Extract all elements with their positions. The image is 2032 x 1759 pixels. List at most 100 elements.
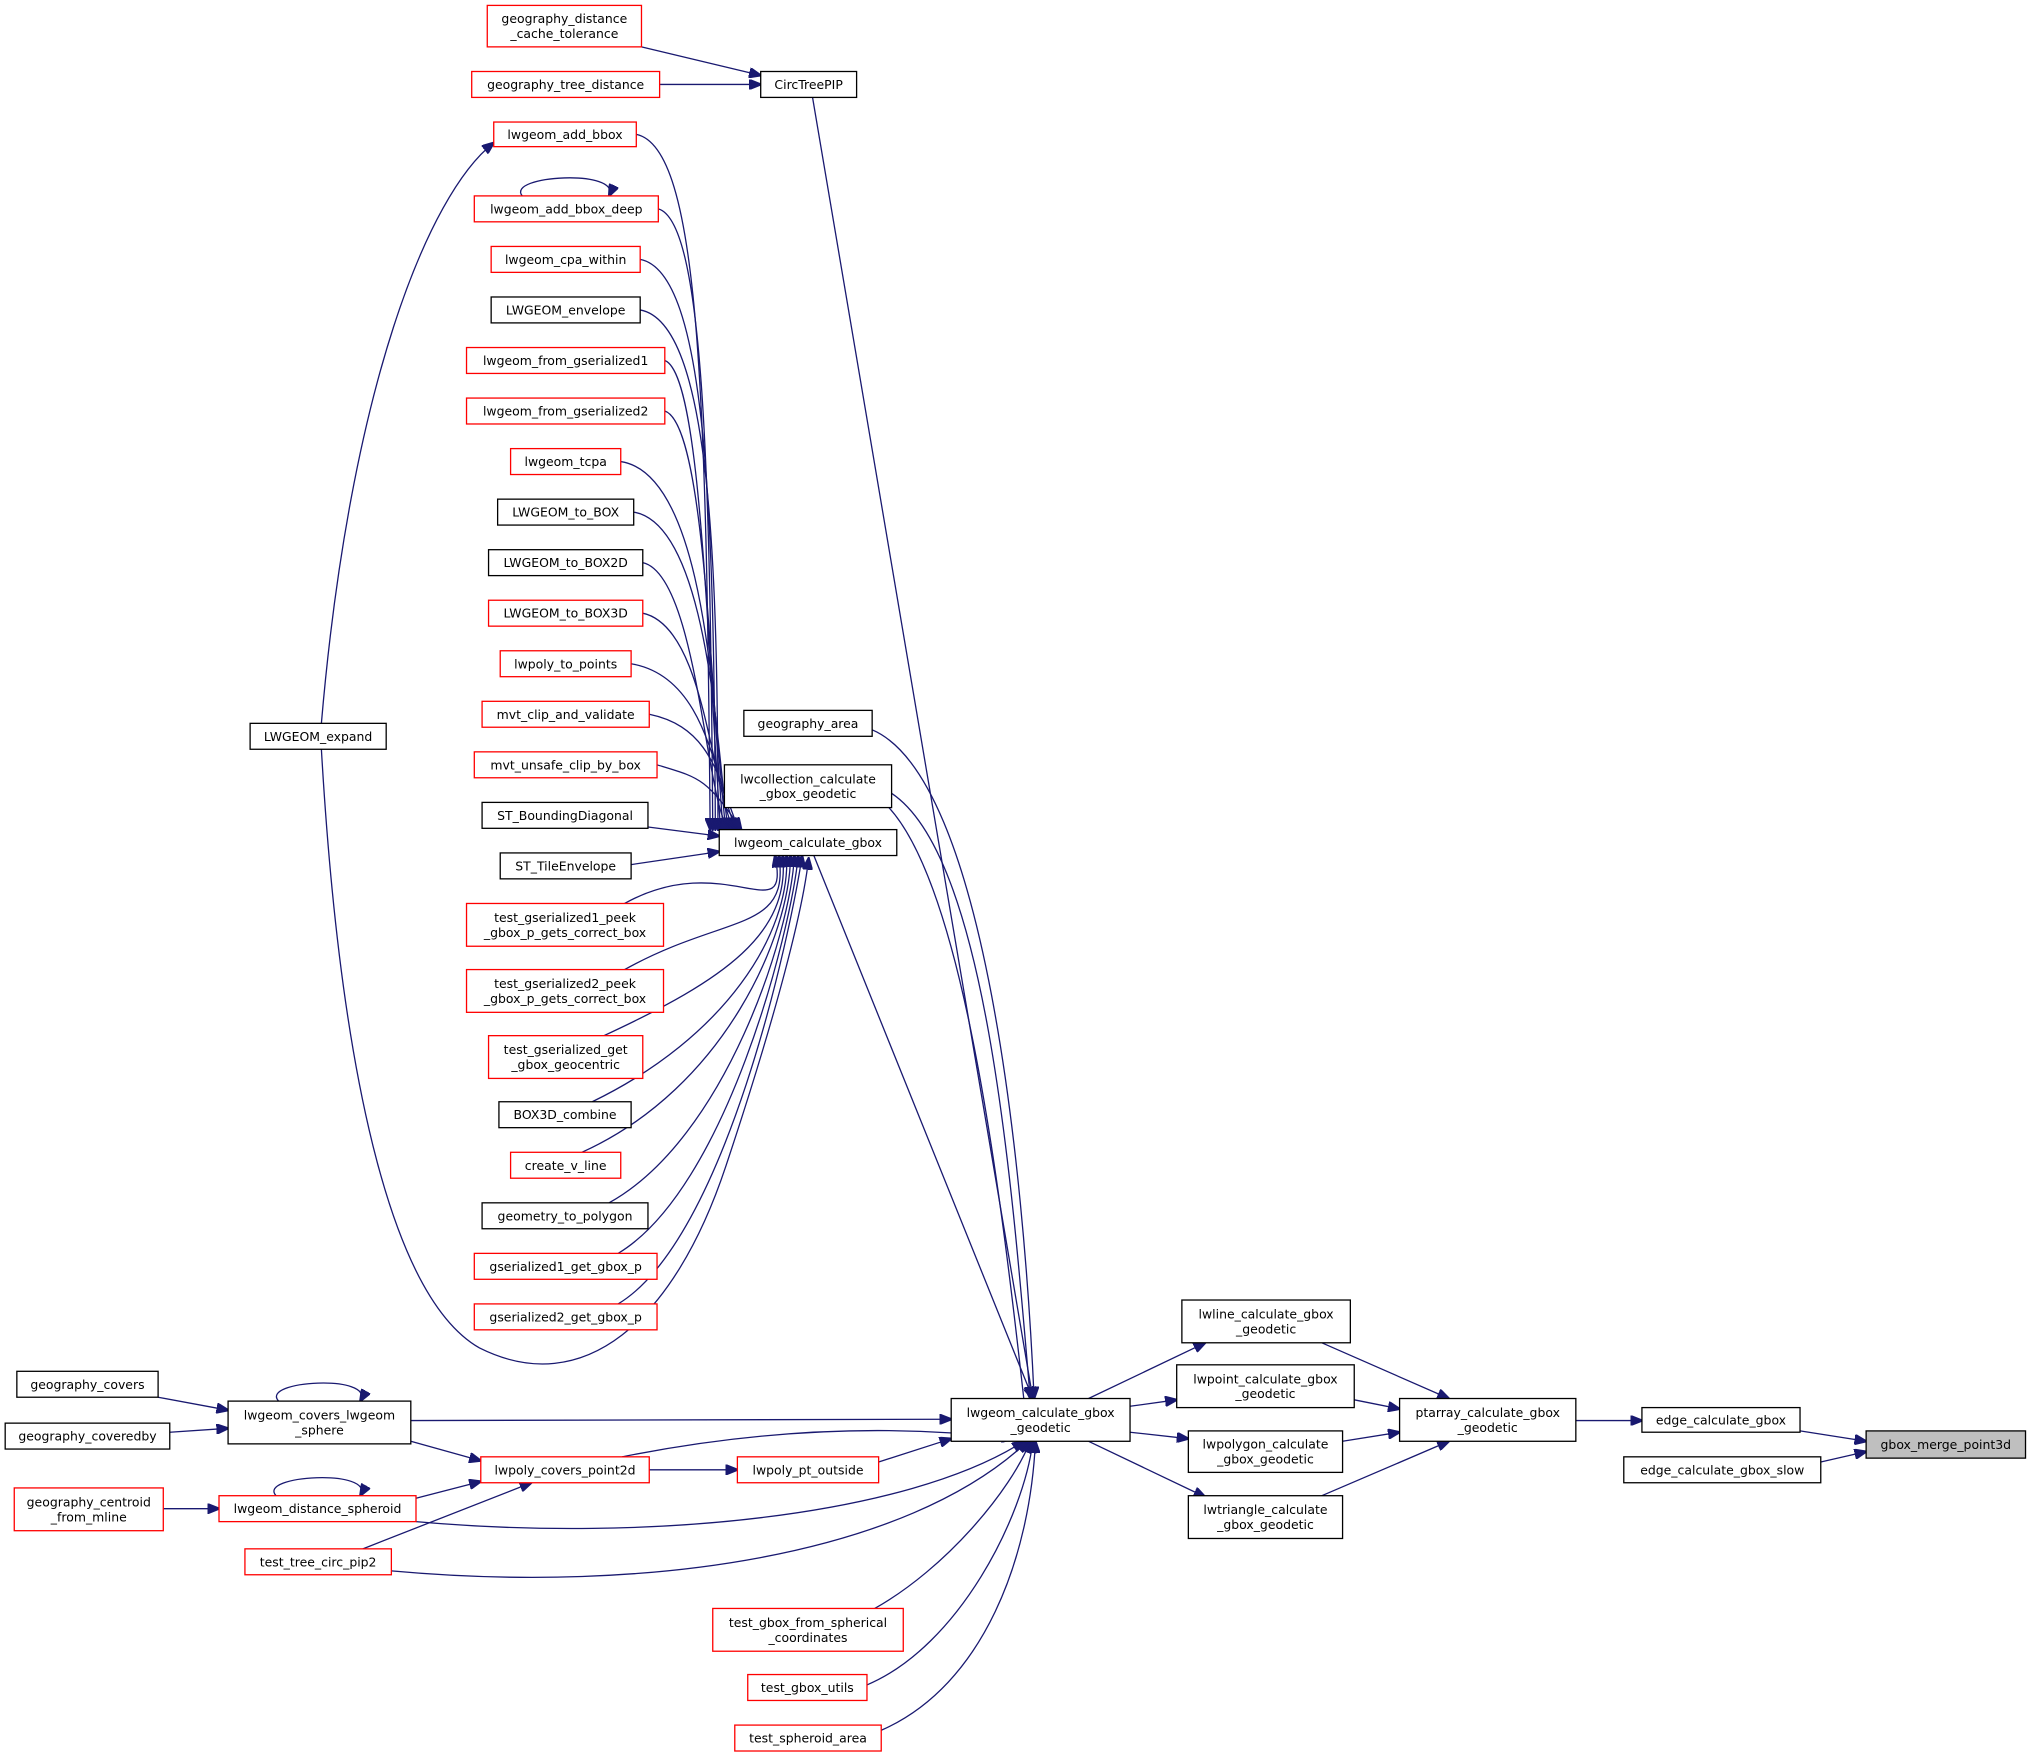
node-gcent[interactable]: geography_centroid_from_mline [13,1487,164,1532]
node-mvtunsafe[interactable]: mvt_unsafe_clip_by_box [473,751,658,779]
node-label: LWGEOM_to_BOX2D [503,555,627,570]
node-gdct[interactable]: geography_distance_cache_tolerance [486,4,643,48]
node-lwcoll[interactable]: lwcollection_calculate_gbox_geodetic [723,764,893,809]
node-box [487,1035,644,1080]
node-label: lwpoly_to_points [514,656,617,671]
call-edge [640,309,718,830]
node-box [712,1607,904,1652]
node-geomtopoly[interactable]: geometry_to_polygon [481,1202,649,1230]
call-edge [891,792,1031,1398]
node-tsa[interactable]: test_spheroid_area [734,1724,882,1752]
node-box [481,700,650,728]
node-box [465,902,665,947]
node-expand[interactable]: LWGEOM_expand [249,722,387,750]
node-box [743,709,873,737]
node-g2gbox[interactable]: gserialized2_get_gbox_p [473,1303,658,1331]
node-polypts[interactable]: lwpoly_to_points [499,650,632,678]
node-tobox2d[interactable]: LWGEOM_to_BOX2D [487,549,644,577]
node-box [723,764,893,809]
node-label: test_gserialized_get [504,1042,628,1057]
call-edge [617,856,802,1305]
call-edge [410,1440,481,1460]
node-cvline[interactable]: create_v_line [509,1151,622,1179]
node-addbboxdeep[interactable]: lwgeom_add_bbox_deep [473,195,659,223]
node-box [4,1422,171,1450]
node-label: lwpoly_covers_point2d [495,1462,636,1477]
node-ecg[interactable]: edge_calculate_gbox [1641,1406,1801,1433]
node-ltri[interactable]: lwtriangle_calculate_gbox_geodetic [1187,1495,1344,1540]
call-edge [880,1441,1035,1731]
node-fg1[interactable]: lwgeom_from_gserialized1 [465,346,666,375]
node-box3dcomb[interactable]: BOX3D_combine [498,1101,632,1129]
node-box [465,397,666,425]
node-garea[interactable]: geography_area [743,709,873,737]
node-lpo[interactable]: lwpoly_pt_outside [736,1456,880,1484]
node-fg2[interactable]: lwgeom_from_gserialized2 [465,397,666,425]
node-lpcp[interactable]: lwpoly_covers_point2d [480,1456,650,1484]
node-tobox3d[interactable]: LWGEOM_to_BOX3D [487,599,644,627]
node-label: lwcollection_calculate [740,771,876,786]
node-box [490,245,641,274]
node-tobox[interactable]: LWGEOM_to_BOX [496,498,635,526]
call-edge [624,856,778,905]
node-gcoveredby[interactable]: geography_coveredby [4,1422,171,1450]
node-label: _gbox_geocentric [510,1057,620,1072]
node-box [1176,1364,1355,1409]
node-box [496,498,635,526]
node-label: geometry_to_polygon [498,1208,633,1223]
node-ttcp2[interactable]: test_tree_circ_pip2 [244,1548,393,1576]
node-tg1peek[interactable]: test_gserialized1_peek_gbox_p_gets_corre… [465,902,665,947]
node-label: test_gbox_utils [761,1680,854,1695]
node-label: gserialized1_get_gbox_p [489,1259,642,1274]
call-edge [273,1477,362,1496]
node-gtd[interactable]: geography_tree_distance [471,70,661,99]
node-label: _geodetic [1234,1386,1295,1401]
node-lpoint[interactable]: lwpoint_calculate_gbox_geodetic [1176,1364,1355,1409]
node-box [480,1456,650,1484]
node-label: lwgeom_add_bbox_deep [490,201,643,216]
node-tg2peek[interactable]: test_gserialized2_peek_gbox_p_gets_corre… [465,968,665,1013]
node-ptarr[interactable]: ptarray_calculate_gbox_geodetic [1398,1397,1577,1442]
call-edge [664,410,723,830]
node-label: lwgeom_distance_spheroid [234,1501,402,1516]
node-label: lwgeom_tcpa [524,454,606,469]
node-lcls[interactable]: lwgeom_covers_lwgeom_sphere [227,1400,412,1445]
node-tgu[interactable]: test_gbox_utils [747,1673,868,1702]
node-lpolygon[interactable]: lwpolygon_calculate_gbox_geodetic [1187,1430,1344,1474]
node-cpa[interactable]: lwgeom_cpa_within [490,245,641,274]
node-lcgg[interactable]: lwgeom_calculate_gbox_geodetic [950,1397,1131,1442]
node-label: _gbox_p_gets_correct_box [483,925,646,940]
node-env[interactable]: LWGEOM_envelope [490,296,641,324]
call-edge [1321,1441,1449,1497]
node-tileenv[interactable]: ST_TileEnvelope [499,852,632,880]
call-edge [362,1483,531,1550]
node-label: mvt_unsafe_clip_by_box [490,757,641,772]
node-tggeo[interactable]: test_gserialized_get_gbox_geocentric [487,1035,644,1080]
node-lds[interactable]: lwgeom_distance_spheroid [218,1495,417,1523]
node-addbbox[interactable]: lwgeom_add_bbox [493,121,637,148]
node-label: _sphere [294,1422,344,1437]
call-edge [415,1441,1024,1530]
node-tgfsc[interactable]: test_gbox_from_spherical_coordinates [712,1607,904,1652]
call-edge [813,855,1033,1399]
node-bdiag[interactable]: ST_BoundingDiagonal [481,801,649,829]
node-box [487,599,644,627]
node-gcovers[interactable]: geography_covers [16,1370,159,1398]
node-lcg[interactable]: lwgeom_calculate_gbox [718,828,898,857]
node-box [747,1673,868,1702]
node-g1gbox[interactable]: gserialized1_get_gbox_p [473,1252,658,1280]
node-label: geography_tree_distance [487,77,644,92]
node-lline[interactable]: lwline_calculate_gbox_geodetic [1181,1299,1351,1344]
node-box [487,549,644,577]
node-tcpa[interactable]: lwgeom_tcpa [509,447,622,476]
node-mvtclip[interactable]: mvt_clip_and_validate [481,700,650,728]
call-edge [1321,1342,1449,1399]
node-circ[interactable]: CircTreePIP [760,70,858,99]
node-ecgs[interactable]: edge_calculate_gbox_slow [1623,1456,1822,1484]
node-gmp3d: gbox_merge_point3d [1865,1430,2027,1459]
node-label: geography_covers [30,1377,144,1392]
call-edge [658,208,712,830]
call-edge [320,143,493,724]
call-edge [874,1441,1031,1610]
call-edge [1129,1431,1188,1438]
